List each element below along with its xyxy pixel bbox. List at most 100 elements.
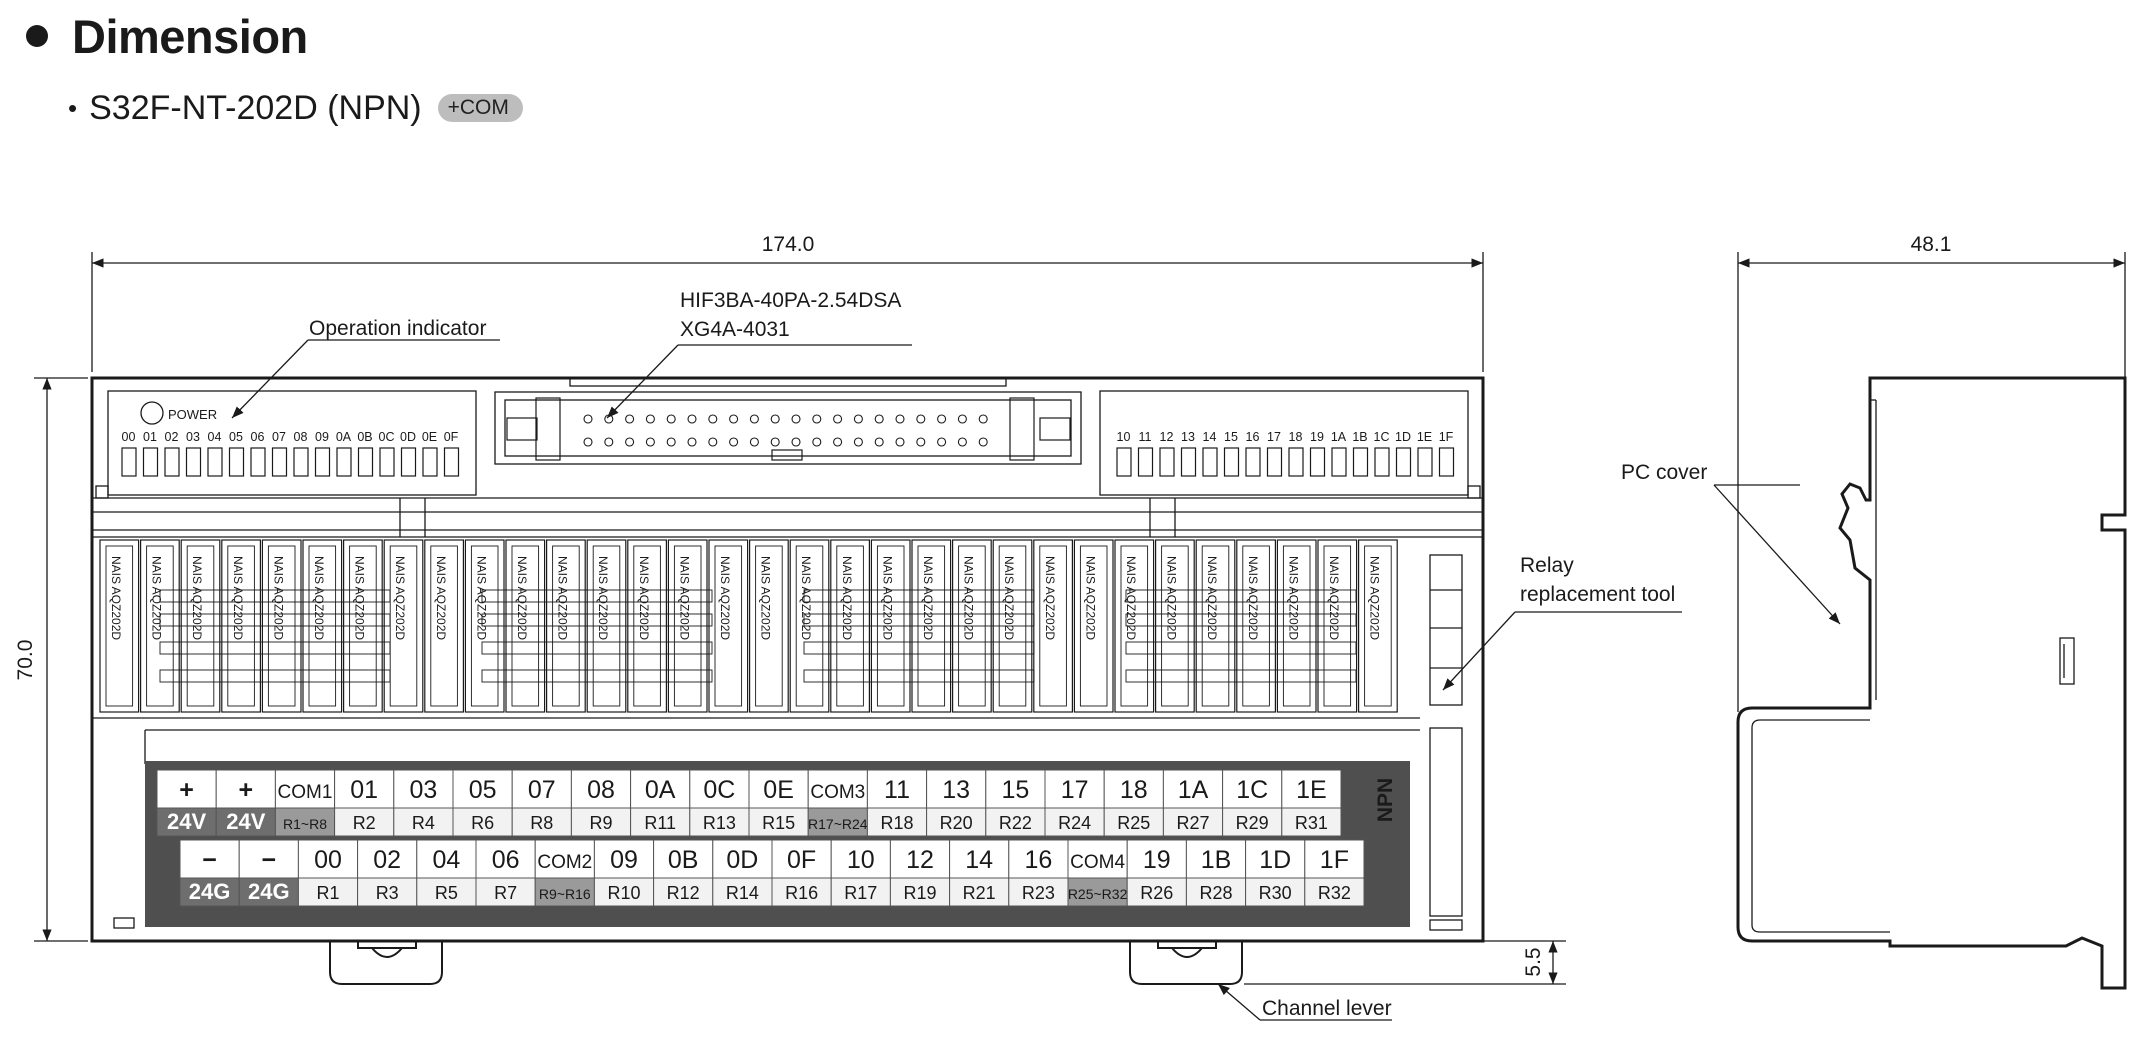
relay-guide-bar bbox=[159, 613, 391, 627]
indicator-led bbox=[1245, 447, 1261, 477]
relay-guide-bar bbox=[159, 589, 391, 603]
callout-relay-tool-line1: Relay bbox=[1520, 554, 1574, 577]
terminal-relay-label: 24G bbox=[248, 879, 290, 904]
indicator-led bbox=[400, 447, 417, 477]
relay-body bbox=[714, 545, 743, 707]
connector-pin bbox=[916, 437, 926, 447]
connector-pin bbox=[729, 437, 739, 447]
indicator-label: 1F bbox=[1439, 430, 1454, 444]
indicator-led bbox=[250, 447, 266, 477]
indicator-label: 01 bbox=[143, 430, 157, 444]
terminal-relay-label: R9 bbox=[589, 813, 612, 833]
connector-pin bbox=[583, 414, 593, 424]
terminal-number: 01 bbox=[350, 776, 378, 804]
terminal-cell-bottom bbox=[807, 807, 868, 837]
terminal-cell-bottom bbox=[771, 877, 832, 907]
terminal-cell-bottom bbox=[748, 807, 809, 837]
relay-label: NAIS AQZ202D bbox=[921, 556, 935, 640]
relay-label: NAIS AQZ202D bbox=[880, 556, 894, 640]
relay-label: NAIS AQZ202D bbox=[759, 556, 773, 640]
terminal-number: 0C bbox=[703, 776, 735, 804]
terminal-number: COM1 bbox=[278, 782, 333, 803]
relay-label: NAIS AQZ202D bbox=[1327, 556, 1341, 640]
callout-channel-lever: Channel lever bbox=[1262, 997, 1392, 1020]
relay-label: NAIS AQZ202D bbox=[150, 556, 164, 640]
callout-connector-line1: HIF3BA-40PA-2.54DSA bbox=[680, 289, 901, 312]
terminal-cell-top bbox=[1162, 769, 1224, 809]
terminal-number: COM2 bbox=[537, 852, 592, 873]
relay-label: NAIS AQZ202D bbox=[1368, 556, 1382, 640]
terminal-cell-bottom bbox=[238, 877, 299, 907]
terminal-number: 08 bbox=[587, 776, 615, 804]
indicator-label: 16 bbox=[1246, 430, 1260, 444]
relay-label: NAIS AQZ202D bbox=[393, 556, 407, 640]
depth-dimension-label: 48.1 bbox=[1911, 233, 1952, 256]
terminal-relay-label: R27 bbox=[1176, 813, 1209, 833]
terminal-cell-bottom bbox=[630, 807, 691, 837]
terminal-cell-bottom bbox=[334, 807, 395, 837]
terminal-number: 15 bbox=[1001, 776, 1029, 804]
terminal-cell-top bbox=[712, 839, 773, 879]
relay-label: NAIS AQZ202D bbox=[840, 556, 854, 640]
indicator-led bbox=[121, 447, 137, 477]
terminal-relay-label: R5 bbox=[435, 883, 458, 903]
side-profile bbox=[1736, 376, 2127, 990]
connector-pin bbox=[791, 414, 801, 424]
relay-array: NAIS AQZ202D NAIS AQZ202D NAIS AQZ202D NAIS… bbox=[99, 539, 1398, 713]
terminal-number: 02 bbox=[373, 846, 401, 874]
terminal-relay-label: R10 bbox=[607, 883, 640, 903]
connector-pin bbox=[812, 437, 822, 447]
connector-pin bbox=[833, 437, 843, 447]
terminal-cell-top bbox=[1067, 839, 1128, 879]
terminal-cell-top bbox=[357, 839, 418, 879]
connector-pin bbox=[625, 437, 635, 447]
indicator-led bbox=[443, 447, 460, 477]
relay-guide-bar bbox=[803, 669, 1035, 683]
connector-pin bbox=[625, 414, 635, 424]
connector-pin bbox=[666, 414, 676, 424]
terminal-cell-bottom bbox=[1008, 877, 1069, 907]
terminal-number: 1C bbox=[1236, 776, 1268, 804]
right-indicator-panel bbox=[1099, 390, 1469, 496]
connector-pin bbox=[812, 414, 822, 424]
terminal-cell-top bbox=[452, 769, 513, 809]
terminal-cell-bottom bbox=[830, 877, 891, 907]
relay-label: NAIS AQZ202D bbox=[1083, 556, 1097, 640]
page-title: Dimension bbox=[72, 9, 308, 63]
terminal-row-top: +24V+24VCOM1R1~R801R203R405R607R808R90AR… bbox=[156, 769, 1342, 837]
relay-label: NAIS AQZ202D bbox=[637, 556, 651, 640]
terminal-cell-bottom bbox=[689, 807, 750, 837]
connector-pin bbox=[770, 437, 780, 447]
indicator-label: 1B bbox=[1352, 430, 1367, 444]
indicator-label: 0A bbox=[336, 430, 352, 444]
indicator-label: 09 bbox=[315, 430, 329, 444]
indicator-label: 0D bbox=[400, 430, 416, 444]
height-dimension bbox=[34, 377, 88, 942]
relay-guide-bar bbox=[481, 641, 713, 655]
terminal-number: 1D bbox=[1259, 846, 1291, 874]
indicator-led bbox=[1331, 447, 1347, 477]
indicator-label: 18 bbox=[1289, 430, 1303, 444]
indicator-led bbox=[1116, 447, 1132, 477]
indicator-led bbox=[1352, 447, 1369, 477]
relay-label: NAIS AQZ202D bbox=[1246, 556, 1260, 640]
power-label: POWER bbox=[168, 407, 217, 422]
terminal-relay-label: R19 bbox=[903, 883, 936, 903]
terminal-number: 1B bbox=[1201, 846, 1232, 874]
connector bbox=[494, 377, 1082, 465]
relay-label: NAIS AQZ202D bbox=[353, 556, 367, 640]
connector-pin bbox=[708, 414, 718, 424]
terminal-cell-bottom bbox=[393, 807, 454, 837]
terminal-number: 03 bbox=[409, 776, 437, 804]
connector-pin bbox=[708, 437, 718, 447]
relay-label: NAIS AQZ202D bbox=[1205, 556, 1219, 640]
terminal-number: COM3 bbox=[810, 782, 865, 803]
indicator-label: 11 bbox=[1139, 430, 1152, 444]
indicator-led bbox=[1309, 447, 1326, 477]
terminal-number: 09 bbox=[610, 846, 638, 874]
indicator-label: 12 bbox=[1160, 430, 1174, 444]
connector-pin bbox=[645, 437, 655, 447]
terminal-cell-bottom bbox=[1067, 877, 1128, 907]
terminal-cell-bottom bbox=[712, 877, 773, 907]
side-latch-slot bbox=[2059, 637, 2075, 685]
